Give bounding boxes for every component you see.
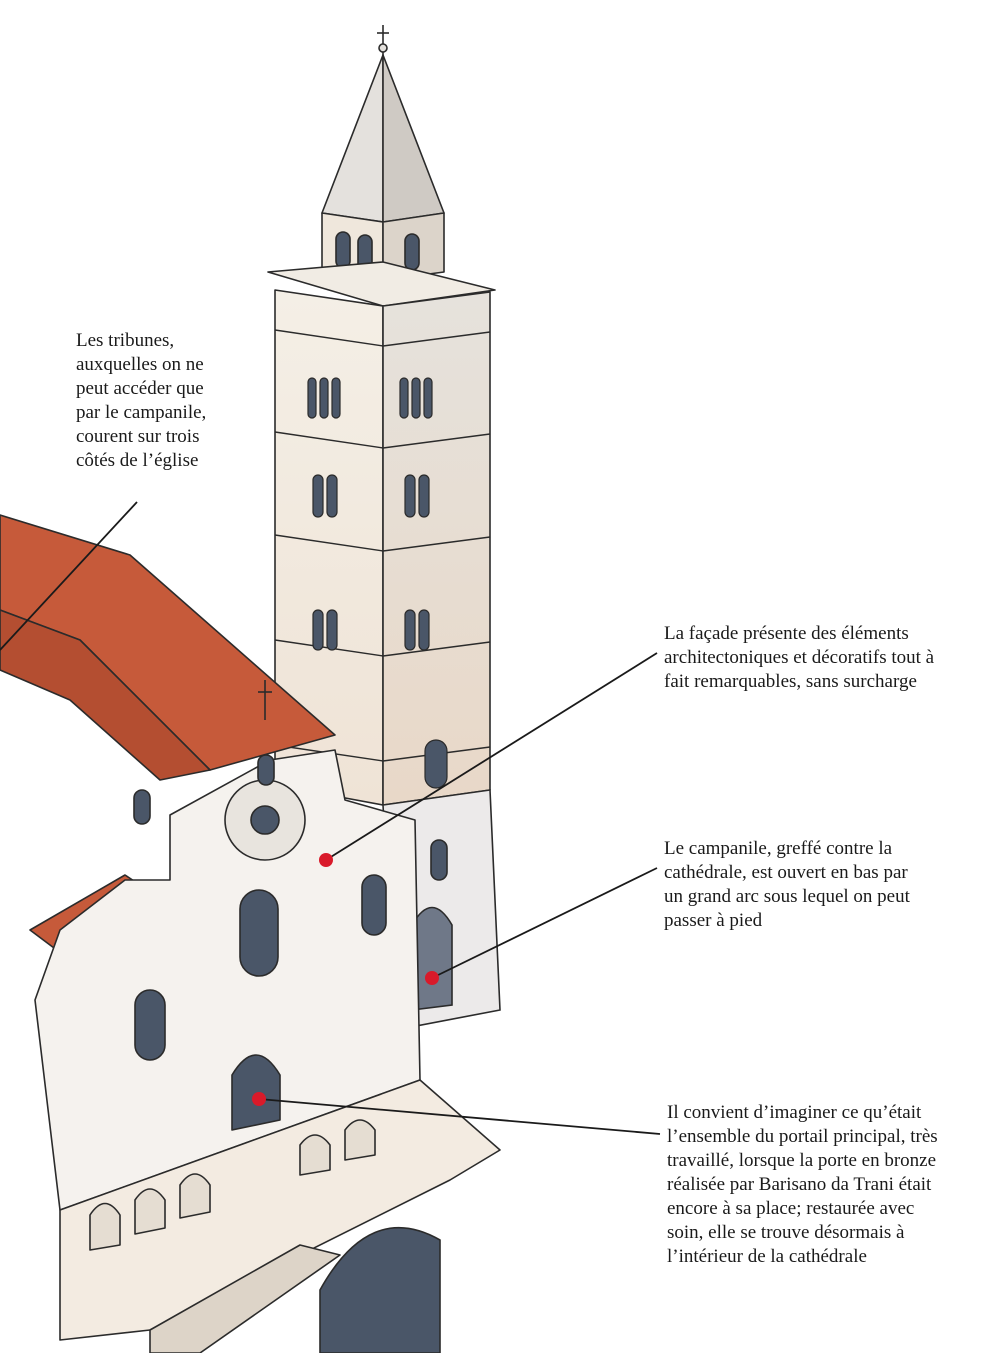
marker-facade (319, 853, 333, 867)
markers (252, 853, 439, 1106)
annotation-facade: La façade présente des éléments architec… (664, 623, 935, 692)
leader-line-portail (258, 1098, 661, 1135)
bell-tower (267, 25, 496, 806)
annotation-portail: Il convient d’imaginer ce qu’était l’ens… (667, 1102, 938, 1267)
leader-line-facade (325, 652, 658, 861)
marker-campanile (425, 971, 439, 985)
staircase (149, 1244, 341, 1353)
leader-line-tribunes (0, 501, 138, 651)
annotation-tribunes: Les tribunes, auxquelles on ne peut accé… (76, 330, 207, 471)
tower-spire (321, 54, 384, 223)
terrace-arcades (59, 1079, 501, 1353)
main-portal (231, 1054, 281, 1131)
annotation-campanile: Le campanile, greffé contre la cathédral… (664, 838, 910, 931)
leader-line-campanile (431, 867, 658, 979)
tower-spire-shade (382, 54, 445, 223)
stair-bridge-arch (319, 1226, 441, 1353)
marker-portail (252, 1092, 266, 1106)
leader-lines (0, 501, 661, 1135)
tower-windows (307, 377, 448, 789)
tower-cornice (267, 261, 496, 307)
